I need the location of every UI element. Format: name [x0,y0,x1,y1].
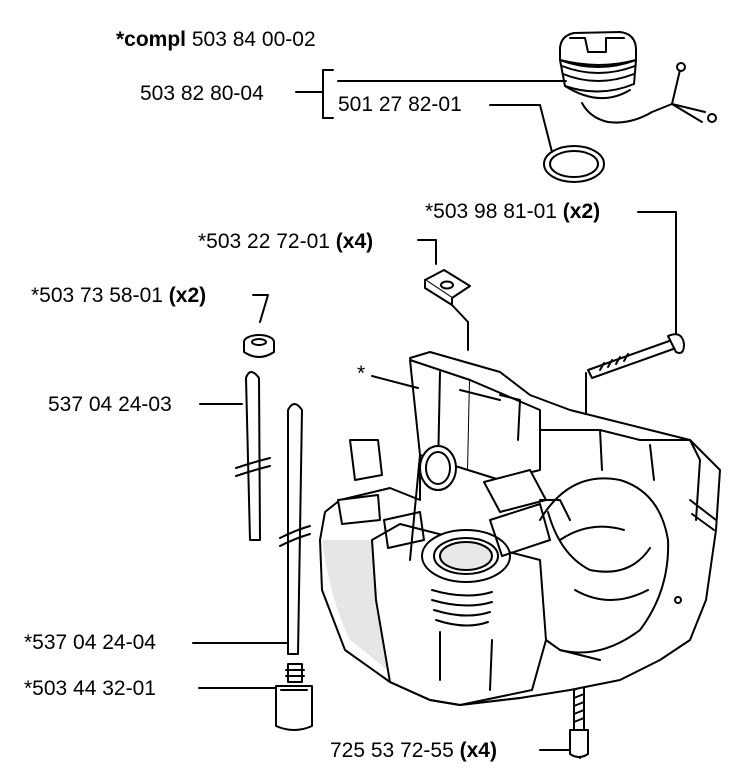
fuel-cap-ring-part-number: 501 27 82-01 [338,93,462,116]
tank-leader-line [371,375,419,389]
bottom-screw-label: 725 53 72-55 (x4) [330,739,497,763]
tank-asterisk-mark: * [357,362,366,385]
fuel-filter-label: *503 44 32-01 [24,677,156,701]
compl-keyword: *compl [116,28,187,51]
long-screw-part [585,211,685,419]
clip-nut-label: *503 22 72-01 (x4) [198,230,373,254]
fuel-hose-part [199,371,271,541]
fuel-filter-part [198,663,313,731]
fuel-cap-ring-label: 501 27 82-01 [338,93,462,117]
fuel-cap-assembly-part-number: 503 82 80-04 [140,82,264,105]
bottom-screw-quantity: (x4) [459,739,497,762]
grommet-label: *503 73 58-01 (x2) [31,284,206,308]
fuel-hose-alt-label: *537 04 24-04 [24,631,156,655]
fuel-tank-housing-part [319,351,721,706]
fuel-cap-part [558,31,717,124]
long-screw-label: *503 98 81-01 (x2) [425,200,600,224]
tank-asterisk-label: * [357,362,365,386]
cap-leaders [295,69,567,153]
compl-kit-label: *compl 503 84 00-02 [116,28,316,52]
fuel-hose-part-number: 537 04 24-03 [48,393,172,416]
grommet-part-number: *503 73 58-01 [31,284,163,307]
clip-nut-part-number: *503 22 72-01 [198,230,330,253]
clip-nut-part [417,239,471,351]
bottom-screw-part [539,677,589,759]
fuel-hose-label: 537 04 24-03 [48,393,172,417]
clip-nut-quantity: (x4) [335,230,374,253]
fuel-cap-ring-part [543,145,605,183]
grommet-part [243,294,275,358]
fuel-hose-alt-part [192,403,311,655]
bottom-screw-part-number: 725 53 72-55 [330,739,454,762]
fuel-filter-part-number: *503 44 32-01 [24,677,156,700]
long-screw-part-number: *503 98 81-01 [425,200,557,223]
compl-part-number: 503 84 00-02 [191,28,316,51]
grommet-quantity: (x2) [168,284,207,307]
long-screw-quantity: (x2) [562,200,601,223]
fuel-cap-assembly-label: 503 82 80-04 [140,82,264,106]
fuel-hose-alt-part-number: *537 04 24-04 [24,631,156,654]
